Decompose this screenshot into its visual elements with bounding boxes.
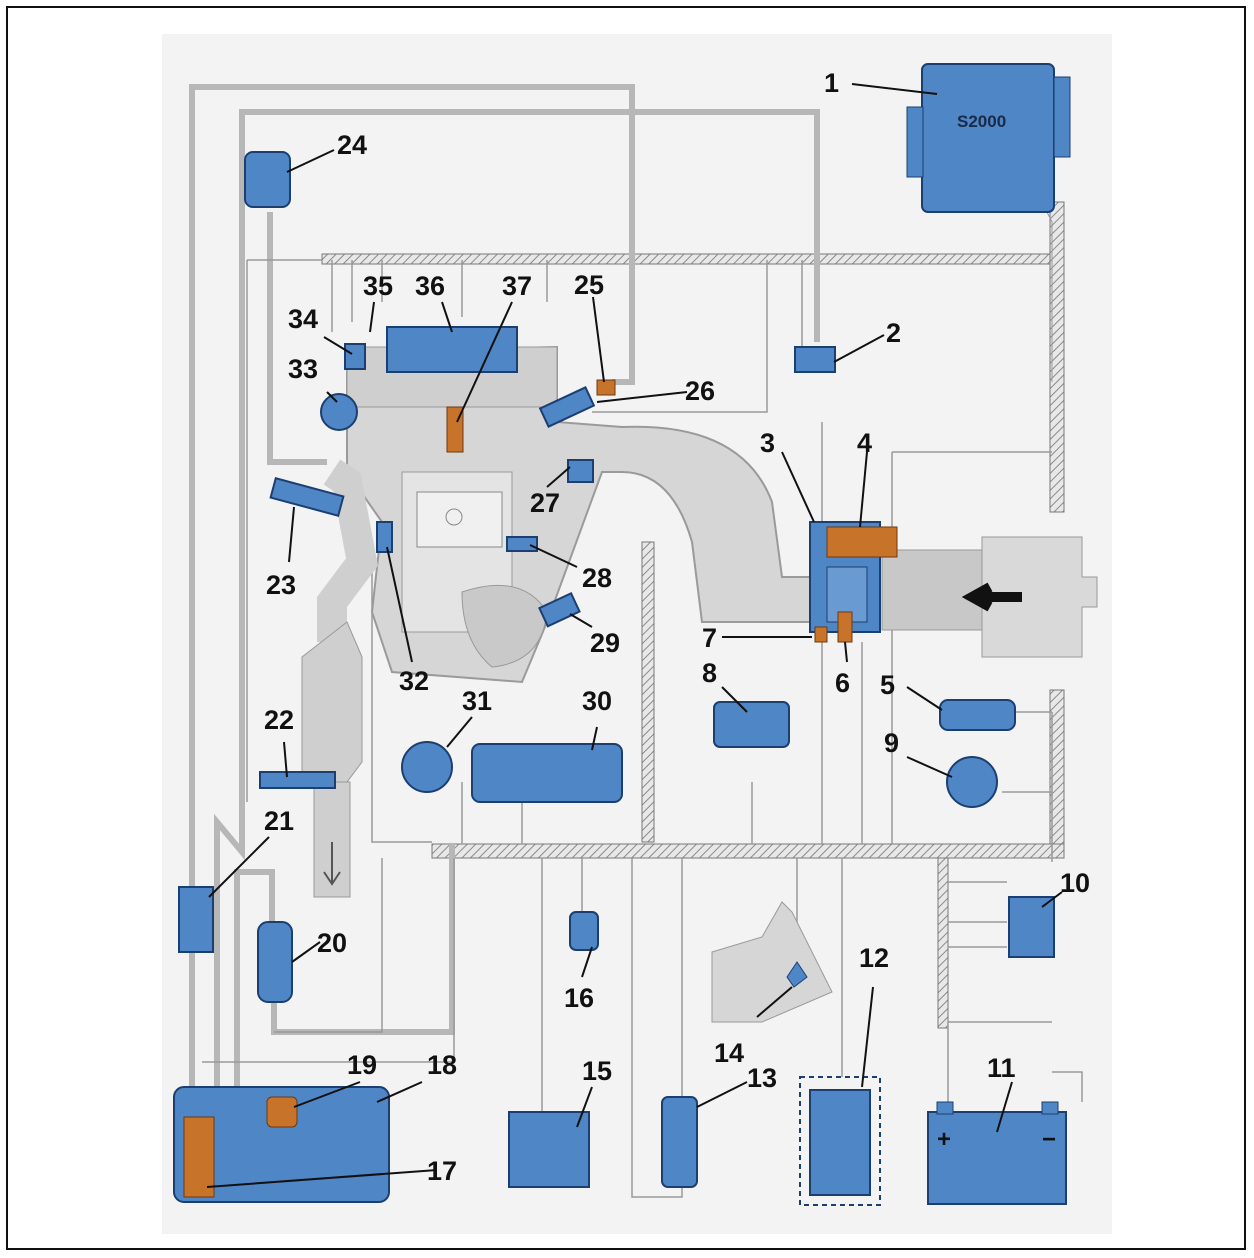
throttle-position-sensor — [826, 526, 898, 558]
callout-32: 32 — [399, 666, 429, 696]
callout-17: 17 — [427, 1156, 457, 1186]
fuel-pump — [183, 1116, 215, 1198]
piston — [416, 491, 503, 548]
right-wall-upper — [1049, 201, 1065, 513]
ignition-coil — [386, 326, 518, 373]
knock-sensor — [376, 521, 393, 553]
callout-24: 24 — [337, 130, 367, 160]
upstream-oxygen-sensor — [269, 477, 345, 517]
callout-19: 19 — [347, 1050, 377, 1080]
callout-30: 30 — [582, 686, 612, 716]
callout-4: 4 — [857, 428, 872, 458]
exhaust-pipe — [301, 459, 378, 898]
callout-6: 6 — [835, 668, 850, 698]
callout-8: 8 — [702, 658, 717, 688]
callout-22: 22 — [264, 705, 294, 735]
callout-9: 9 — [884, 728, 899, 758]
coolant-temp-sensor — [506, 536, 538, 552]
battery-partition — [937, 857, 949, 1029]
intake-bellows — [881, 549, 993, 631]
callout-20: 20 — [317, 928, 347, 958]
knock-sensor-upper — [567, 459, 594, 483]
diagram-frame: S2000 + − — [6, 6, 1246, 1250]
fuel-level-sender — [266, 1096, 298, 1128]
camshaft-sensor — [344, 343, 366, 370]
injector — [538, 386, 596, 428]
mid-wall — [641, 541, 655, 843]
fuel-tank — [173, 1086, 390, 1203]
map-sensor — [713, 701, 790, 748]
ac-compressor-relay — [809, 1089, 871, 1196]
callout-10: 10 — [1060, 868, 1090, 898]
air-intake — [881, 536, 1098, 658]
callout-7: 7 — [702, 623, 717, 653]
exhaust-flow-arrow — [323, 842, 341, 886]
battery-minus: − — [1042, 1126, 1056, 1153]
engine-management-diagram: S2000 + − — [162, 34, 1112, 1234]
throttle-switch — [814, 626, 828, 643]
callout-5: 5 — [880, 670, 895, 700]
flywheel — [461, 584, 548, 668]
callout-29: 29 — [590, 628, 620, 658]
callout-28: 28 — [582, 563, 612, 593]
fuel-filter — [178, 886, 214, 953]
callout-23: 23 — [266, 570, 296, 600]
callout-35: 35 — [363, 271, 393, 301]
diagnostic-socket — [939, 699, 1016, 731]
ecu-s2000: S2000 — [906, 63, 1071, 382]
fuel-pressure-regulator — [257, 921, 293, 1003]
electrical-wiring — [202, 259, 1083, 1198]
callout-14: 14 — [714, 1038, 744, 1068]
callout-13: 13 — [747, 1063, 777, 1093]
battery-plus: + — [937, 1126, 951, 1153]
immobiliser-reader — [946, 756, 998, 808]
canister-purge-valve — [244, 151, 291, 208]
callout-12: 12 — [859, 943, 889, 973]
callout-21: 21 — [264, 806, 294, 836]
pressure-sensor — [794, 346, 836, 373]
callout-27: 27 — [530, 488, 560, 518]
gearbox — [711, 901, 833, 1023]
callout-2: 2 — [886, 318, 901, 348]
callout-33: 33 — [288, 354, 318, 384]
leader-lines — [206, 83, 1063, 1188]
callout-37: 37 — [502, 271, 532, 301]
idle-valve — [320, 393, 358, 431]
callout-3: 3 — [760, 428, 775, 458]
battery: + − — [927, 1101, 1067, 1205]
air-temp-sensor — [837, 611, 853, 643]
diagram-background — [162, 34, 1112, 1234]
crank-sensor — [538, 592, 581, 628]
speed-sensor — [661, 1096, 698, 1188]
callout-16: 16 — [564, 983, 594, 1013]
instrument-cluster — [471, 743, 623, 803]
callout-18: 18 — [427, 1050, 457, 1080]
callout-15: 15 — [582, 1056, 612, 1086]
ecu-label: S2000 — [957, 112, 1006, 131]
fuel-lines — [189, 84, 820, 1092]
engine-block — [346, 345, 818, 684]
downstream-oxygen-sensor — [259, 771, 336, 789]
steering-wheel-airbag — [508, 1111, 590, 1188]
lower-bulkhead — [431, 843, 1065, 859]
callout-31: 31 — [462, 686, 492, 716]
reverse-switch — [786, 961, 808, 988]
callout-1: 1 — [824, 68, 839, 98]
callout-25: 25 — [574, 270, 604, 300]
air-filter — [981, 536, 1098, 658]
callout-36: 36 — [415, 271, 445, 301]
injector-connector — [596, 379, 616, 396]
brake-switch — [569, 911, 599, 951]
ac-relay-box — [799, 1076, 881, 1206]
relay-unit — [1008, 896, 1055, 958]
upper-bulkhead — [321, 253, 1053, 265]
air-flow-arrow — [961, 582, 1022, 612]
callout-34: 34 — [288, 304, 318, 334]
callout-11: 11 — [987, 1053, 1016, 1083]
callout-26: 26 — [685, 376, 715, 406]
cooling-fan — [401, 741, 453, 793]
